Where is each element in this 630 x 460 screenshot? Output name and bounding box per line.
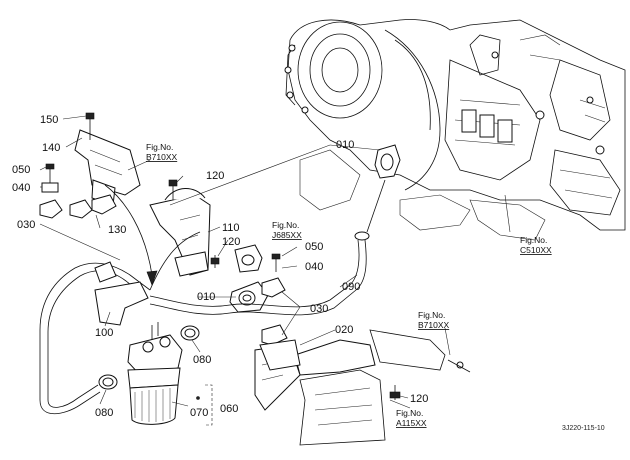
label-070: 070 bbox=[190, 407, 208, 419]
bracket-110 bbox=[149, 188, 211, 277]
label-020: 020 bbox=[335, 324, 353, 336]
label-120-mid: 120 bbox=[222, 236, 240, 248]
part-labels: 150 140 050 040 030 130 120 110 120 050 … bbox=[12, 114, 428, 419]
label-040-left: 040 bbox=[12, 182, 30, 194]
figref-c510-code: C510XX bbox=[520, 245, 552, 255]
figref-b710-top-prefix: Fig.No. bbox=[146, 142, 173, 152]
figref-b710-right-prefix: Fig.No. bbox=[418, 310, 445, 320]
label-050-left: 050 bbox=[12, 164, 30, 176]
figref-b710-right-code: B710XX bbox=[418, 320, 450, 330]
figref-a115-code: A115XX bbox=[396, 418, 427, 428]
fitting-010-upper bbox=[374, 144, 401, 179]
label-050-right: 050 bbox=[305, 241, 323, 253]
label-040-right: 040 bbox=[305, 261, 323, 273]
transmission-housing bbox=[284, 19, 626, 241]
label-080-left: 080 bbox=[95, 407, 113, 419]
figref-a115-prefix: Fig.No. bbox=[396, 408, 423, 418]
fuel-pipe-090 bbox=[149, 179, 386, 316]
figref-j685-code: J685XX bbox=[272, 230, 302, 240]
bolt-050-left bbox=[45, 163, 55, 185]
label-100: 100 bbox=[95, 327, 113, 339]
arrow-head bbox=[146, 270, 158, 286]
figref-j685-prefix: Fig.No. bbox=[272, 220, 299, 230]
label-120-lower: 120 bbox=[410, 393, 428, 405]
leader-lines bbox=[39, 115, 511, 409]
bracket-140 bbox=[74, 129, 141, 206]
bracket-100 bbox=[94, 261, 149, 326]
elbow-fitting bbox=[234, 244, 281, 273]
fitting-080-right bbox=[180, 325, 200, 341]
label-080-right: 080 bbox=[193, 354, 211, 366]
figref-c510-prefix: Fig.No. bbox=[520, 235, 547, 245]
fuel-filter-060 bbox=[127, 322, 183, 425]
label-090: 090 bbox=[342, 281, 360, 293]
bracket-indicator-060 bbox=[205, 384, 213, 426]
label-120-top: 120 bbox=[206, 170, 224, 182]
label-030-center: 030 bbox=[310, 303, 328, 315]
label-130: 130 bbox=[108, 224, 126, 236]
fuel-pipe-loop bbox=[39, 231, 201, 415]
label-140: 140 bbox=[42, 142, 60, 154]
fitting-080-left bbox=[98, 374, 118, 390]
clamp-030-left bbox=[39, 194, 117, 219]
frame-support bbox=[299, 329, 471, 446]
label-060: 060 bbox=[220, 403, 238, 415]
figref-b710-top-code: B710XX bbox=[146, 152, 178, 162]
bolt-120-lower bbox=[389, 385, 401, 400]
label-150: 150 bbox=[40, 114, 58, 126]
assembly-arrow bbox=[104, 184, 153, 276]
bolt-120-side bbox=[210, 255, 220, 268]
label-010-upper: 010 bbox=[336, 139, 354, 151]
drawing-code: 3J220-115-10 bbox=[562, 425, 605, 432]
label-030-left: 030 bbox=[17, 219, 35, 231]
dot-marker bbox=[196, 396, 200, 400]
figure-refs: Fig.No. B710XX Fig.No. J685XX Fig.No. C5… bbox=[146, 142, 552, 428]
nut-040-left bbox=[41, 182, 59, 193]
bolt-120-top bbox=[168, 179, 178, 200]
label-010-lower: 010 bbox=[197, 291, 215, 303]
clamp-030-center bbox=[259, 277, 301, 371]
label-110: 110 bbox=[222, 222, 240, 234]
